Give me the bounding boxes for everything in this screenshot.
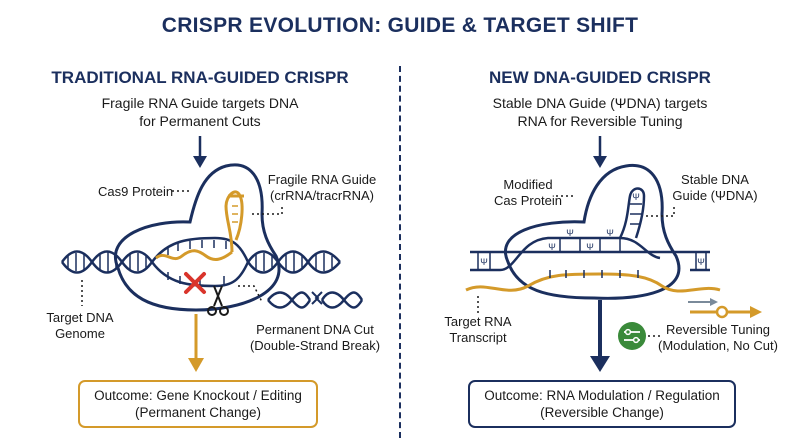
psi-marker: Ψ [697,257,705,267]
right-subtitle-line2: RNA for Reversible Tuning [517,113,683,129]
reversible-tuning-label-line1: Reversible Tuning [665,322,771,337]
modified-cas-label-line2: Cas Protein [494,193,562,208]
left-top-arrow [193,136,207,168]
cas9-protein-outline [114,163,281,312]
right-outcome-arrow [590,300,610,372]
scissors-icon [207,285,229,316]
dna-guide-label: Stable DNA Guide (ΨDNA) [660,172,770,204]
psi-marker: Ψ [480,257,488,267]
dna-cut-label-line2: (Double-Strand Break) [249,338,381,353]
psi-marker: Ψ [606,228,614,238]
left-outcome-arrow [188,314,204,372]
left-panel-subtitle: Fragile RNA Guide targets DNA for Perman… [20,94,380,130]
left-dna-helix [60,250,341,274]
page-title: CRISPR EVOLUTION: GUIDE & TARGET SHIFT [161,14,639,37]
left-outcome-line1: Outcome: Gene Knockout / Editing [94,388,302,403]
psi-marker: Ψ [586,242,594,252]
left-subtitle-line1: Fragile RNA Guide targets DNA [101,95,299,111]
right-subtitle-line1: Stable DNA Guide (ΨDNA) targets [492,95,708,111]
right-top-arrow [593,136,607,168]
right-outcome-box: Outcome: RNA Modulation / Regulation (Re… [468,380,736,428]
target-rna-strand [465,270,721,293]
target-dna-label: Target DNA Genome [30,310,130,342]
right-panel-title: NEW DNA-GUIDED CRISPR [489,68,711,87]
dna-cut-label: Permanent DNA Cut (Double-Strand Break) [240,322,390,354]
dna-guide-label-line1: Stable DNA [681,172,749,187]
panel-divider [399,66,401,438]
cut-site-x-icon [184,272,206,294]
modified-cas-protein-outline [504,163,681,300]
right-outcome-line2: (Reversible Change) [540,405,664,420]
dna-guide-ladder [470,187,710,272]
left-leader-lines [81,190,283,306]
modified-cas-label: Modified Cas Protein [478,177,578,209]
tuning-arrow-icon [688,298,762,319]
dna-guide-label-line2: Guide (ΨDNA) [672,188,758,203]
tuning-sliders-icon [618,322,646,350]
target-rna-label-line2: Transcript [449,330,507,345]
psi-marker: Ψ [548,242,556,252]
target-dna-label-line2: Genome [55,326,105,341]
broken-dna-icon [267,291,364,309]
rna-guide-label-line2: (crRNA/tracrRNA) [270,188,374,203]
target-dna-label-line1: Target DNA [46,310,114,325]
left-outcome-box: Outcome: Gene Knockout / Editing (Perman… [78,380,318,428]
target-rna-label-line1: Target RNA [444,314,512,329]
left-panel-title: TRADITIONAL RNA-GUIDED CRISPR [51,68,349,87]
right-panel-subtitle: Stable DNA Guide (ΨDNA) targets RNA for … [420,94,780,130]
psi-marker: Ψ [632,192,640,202]
left-outcome-line2: (Permanent Change) [134,405,262,420]
rna-guide-label: Fragile RNA Guide (crRNA/tracrRNA) [262,172,382,204]
psi-markers: Ψ Ψ Ψ Ψ Ψ Ψ Ψ [480,192,705,267]
target-rna-label: Target RNA Transcript [428,314,528,346]
rna-guide-label-line1: Fragile RNA Guide [267,172,377,187]
reversible-tuning-label-line2: (Modulation, No Cut) [658,338,778,353]
rna-guide-strand [155,190,244,261]
psi-marker: Ψ [566,228,574,238]
right-leader-lines [477,195,675,314]
left-subtitle-line2: for Permanent Cuts [139,113,261,129]
reversible-tuning-label: Reversible Tuning (Modulation, No Cut) [648,322,788,354]
right-outcome-line1: Outcome: RNA Modulation / Regulation [484,388,720,403]
modified-cas-label-line1: Modified [503,177,553,192]
cas9-protein-label: Cas9 Protein [98,184,174,199]
dna-cut-label-line1: Permanent DNA Cut [256,322,374,337]
